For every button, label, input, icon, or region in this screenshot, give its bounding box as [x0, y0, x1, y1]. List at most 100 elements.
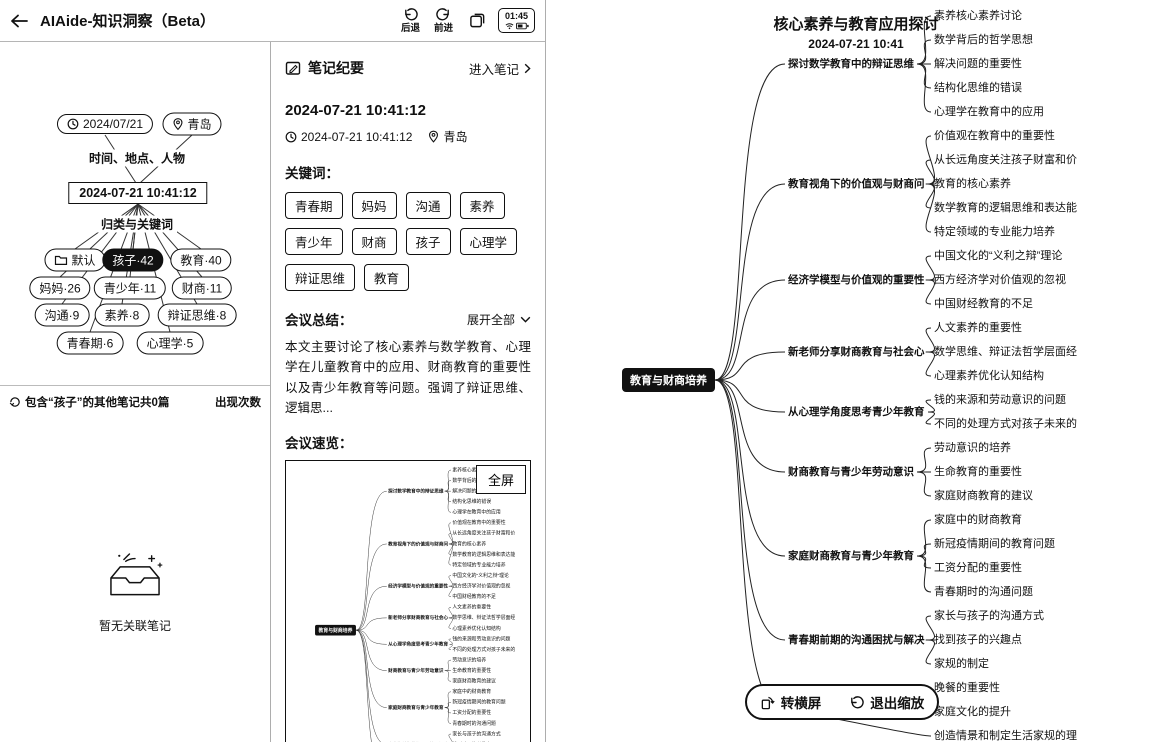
keyword-chip[interactable]: 素养 — [459, 192, 505, 219]
mindmap-branch-node[interactable]: 经济学模型与价值观的重要性 — [788, 274, 925, 286]
mindmap-subtitle: 2024-07-21 10:41 — [808, 37, 904, 51]
redo-label: 前进 — [433, 23, 453, 35]
empty-text: 暂无关联笔记 — [98, 619, 171, 633]
mindmap-branch-node[interactable]: 教育视角下的价值观与财商问 — [788, 178, 925, 190]
mindmap-leaf-node[interactable]: 教育的核心素养 — [934, 178, 1011, 190]
mindmap-branch-node[interactable]: 青春期前期的沟通困扰与解决 — [788, 634, 925, 646]
screenshot-button[interactable] — [469, 12, 486, 29]
clock-icon — [285, 131, 297, 142]
mindmap-leaf-node[interactable]: 数学背后的哲学思想 — [934, 34, 1033, 46]
mindmap-canvas[interactable]: 教育与财商培养 探讨数学教育中的辩证思维 素养核心素养讨论数学背后的哲学思想解决问题… — [556, 0, 1151, 742]
back-button[interactable] — [10, 14, 28, 28]
pin-icon — [173, 118, 183, 131]
group-label-keywords: 归类与关键词 — [96, 215, 178, 233]
mindmap-leaf-node[interactable]: 工资分配的重要性 — [934, 562, 1022, 574]
enter-note-link[interactable]: 进入笔记 — [469, 59, 531, 78]
keyword-chip[interactable]: 教育 — [364, 264, 410, 291]
mindmap-branch-node[interactable]: 新老师分享财商教育与社会心 — [788, 346, 925, 358]
mindmap-branch-node[interactable]: 财商教育与青少年劳动意识 — [788, 466, 914, 478]
note-summary-icon — [285, 61, 301, 75]
fullscreen-button[interactable]: 全屏 — [475, 465, 526, 494]
expand-all-button[interactable]: 展开全部 — [467, 311, 531, 328]
mindmap-leaf-node[interactable]: 中国财经教育的不足 — [934, 298, 1033, 310]
mindmap-leaf-node[interactable]: 心理素养优化认知结构 — [934, 370, 1044, 382]
tag-pill[interactable]: 辩证思维·8 — [157, 303, 237, 327]
tag-pill[interactable]: 素养·8 — [94, 303, 150, 327]
mindmap-leaf-node[interactable]: 劳动意识的培养 — [934, 442, 1011, 454]
keyword-chip[interactable]: 沟通 — [405, 192, 451, 219]
keywords-label: 关键词： — [285, 166, 339, 181]
mindmap-leaf-node[interactable]: 中国文化的“义利之辩”理论 — [934, 250, 1063, 262]
related-notes-label: 包含“孩子”的其他笔记共0篇 — [9, 394, 169, 410]
tag-default[interactable]: 默认 — [44, 248, 106, 272]
mindmap-branch-node[interactable]: 家庭财商教育与青少年教育 — [788, 550, 914, 562]
enter-note-label: 进入笔记 — [468, 62, 519, 77]
note-time-text: 2024-07-21 10:41:12 — [301, 129, 413, 144]
mindmap-leaf-node[interactable]: 青春期时的沟通问题 — [934, 586, 1033, 598]
tag-pill[interactable]: 孩子·42 — [102, 248, 164, 272]
note-location-text: 青岛 — [443, 130, 468, 144]
tag-pill[interactable]: 心理学·5 — [136, 331, 204, 355]
rotate-landscape-button[interactable]: 转横屏 — [760, 692, 822, 712]
pin-icon — [429, 130, 439, 143]
keyword-chip[interactable]: 青春期 — [285, 192, 343, 219]
overview-label: 会议速览： — [285, 436, 353, 451]
divider — [0, 385, 270, 386]
redo-button[interactable]: 前进 — [434, 7, 453, 34]
mindmap-root-node[interactable]: 教育与财商培养 — [622, 368, 715, 392]
mindmap-leaf-node[interactable]: 家规的制定 — [934, 658, 989, 670]
mindmap-leaf-node[interactable]: 西方经济学对价值观的忽视 — [934, 274, 1066, 286]
mindmap-leaf-node[interactable]: 家长与孩子的沟通方式 — [934, 610, 1044, 622]
mindmap-leaf-node[interactable]: 家庭财商教育的建议 — [934, 490, 1033, 502]
mindmap-leaf-node[interactable]: 特定领域的专业能力培养 — [934, 226, 1055, 238]
keyword-chip[interactable]: 财商 — [351, 228, 397, 255]
mindmap-leaf-node[interactable]: 生命教育的重要性 — [934, 466, 1022, 478]
mindmap-leaf-node[interactable]: 不同的处理方式对孩子未来的 — [934, 418, 1077, 430]
tag-label: 沟通·9 — [44, 308, 80, 323]
mindmap-leaf-node[interactable]: 人文素养的重要性 — [934, 322, 1022, 334]
rotate-landscape-label: 转横屏 — [780, 696, 822, 711]
note-time: 2024-07-21 10:41:12 — [285, 130, 412, 144]
date-node[interactable]: 2024/07/21 — [56, 114, 154, 134]
mindmap-leaf-node[interactable]: 心理学在教育中的应用 — [934, 106, 1044, 118]
tag-pill[interactable]: 青少年·11 — [93, 276, 167, 300]
mindmap-leaf-node[interactable]: 价值观在教育中的重要性 — [934, 130, 1055, 142]
exit-zoom-button[interactable]: 退出缩放 — [849, 692, 924, 712]
keyword-chip[interactable]: 辩证思维 — [285, 264, 356, 291]
mindmap-branch-node[interactable]: 从心理学角度思考青少年教育 — [788, 406, 925, 418]
mindmap-leaf-node[interactable]: 解决问题的重要性 — [934, 58, 1022, 70]
keyword-chip[interactable]: 孩子 — [405, 228, 451, 255]
mindmap-leaf-node[interactable]: 钱的来源和劳动意识的问题 — [934, 394, 1066, 406]
mindmap-leaf-node[interactable]: 家庭文化的提升 — [934, 706, 1011, 718]
tag-pill[interactable]: 教育·40 — [170, 248, 232, 272]
mindmap-leaf-node[interactable]: 结构化思维的错误 — [934, 82, 1022, 94]
mindmap-leaf-node[interactable]: 家庭中的财商教育 — [934, 514, 1022, 526]
note-meta: 2024-07-21 10:41:12 青岛 — [285, 128, 531, 145]
tag-pill[interactable]: 青春期·6 — [56, 331, 124, 355]
tag-pill[interactable]: 沟通·9 — [34, 303, 90, 327]
mindmap-branch-node[interactable]: 探讨数学教育中的辩证思维 — [788, 58, 914, 70]
app-window: AIAide-知识洞察（Beta） 后退 前进 01:45 — [0, 0, 546, 742]
tag-pill[interactable]: 财商·11 — [171, 276, 233, 300]
tag-label: 教育·40 — [180, 253, 222, 268]
mindmap-leaf-node[interactable]: 从长远角度关注孩子财富和价 — [934, 154, 1077, 166]
mindmap-preview[interactable]: 教育与财商培养探讨数学教育中的辩证思维素养核心素养讨论数学背后的哲学思想解决问题… — [285, 460, 531, 742]
keyword-chip[interactable]: 心理学 — [459, 228, 518, 255]
keyword-chip[interactable]: 妈妈 — [351, 192, 397, 219]
location-node-label: 青岛 — [187, 117, 212, 132]
mindmap-leaf-node[interactable]: 素养核心素养讨论 — [934, 10, 1022, 22]
folder-icon — [54, 255, 68, 265]
mindmap-leaf-node[interactable]: 数学思维、辩证法哲学层面经 — [934, 346, 1077, 358]
undo-button[interactable]: 后退 — [401, 7, 420, 34]
tag-pill[interactable]: 妈妈·26 — [29, 276, 91, 300]
mindmap-leaf-node[interactable]: 新冠疫情期间的教育问题 — [934, 538, 1055, 550]
tag-label: 心理学·5 — [146, 336, 194, 351]
occurrence-sort-label[interactable]: 出现次数 — [215, 397, 261, 409]
mindmap-leaf-node[interactable]: 数学教育的逻辑思维和表达能 — [934, 202, 1077, 214]
center-note-node[interactable]: 2024-07-21 10:41:12 — [68, 182, 208, 204]
mindmap-leaf-node[interactable]: 找到孩子的兴趣点 — [934, 634, 1022, 646]
keyword-chip[interactable]: 青少年 — [285, 228, 343, 255]
location-node[interactable]: 青岛 — [162, 112, 222, 136]
mindmap-leaf-node[interactable]: 晚餐的重要性 — [934, 682, 1000, 694]
mindmap-leaf-node[interactable]: 创造情景和制定生活家规的理 — [934, 730, 1077, 742]
